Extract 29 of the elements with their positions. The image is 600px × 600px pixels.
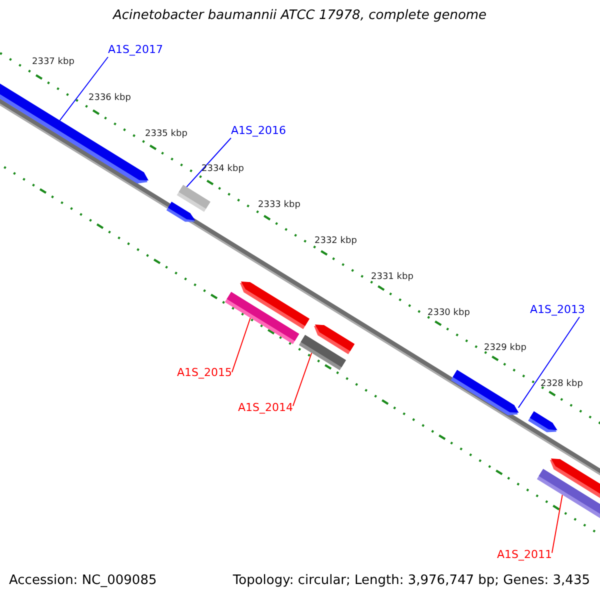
gene-feature [176,184,210,212]
tick-label: 2331 kbp [371,272,414,282]
tick-label: 2334 kbp [202,164,244,175]
leader-line [518,316,580,408]
gene-label: A1S_2013 [530,304,585,317]
leader-line [552,494,563,554]
tick-label: 2335 kbp [145,128,188,139]
leader-line [186,138,232,188]
tick-label: 2330 kbp [428,308,470,318]
genome-info-text: Topology: circular; Length: 3,976,747 bp; Genes: 3,435 [232,574,590,589]
gene-feature [298,334,346,370]
leader-line [232,317,251,373]
accession-text: Accession: NC_009085 [9,574,157,589]
gene-feature [224,292,300,344]
leader-line [292,352,312,406]
tick-label: 2332 kbp [314,236,357,246]
tick-label: 2329 kbp [484,343,526,354]
title: Acinetobacter baumannii ATCC 17978, complete genome [113,9,487,24]
gene-feature [450,370,519,416]
gene-label: A1S_2014 [238,402,293,415]
tick-label: 2328 kbp [540,379,583,390]
gene-label: A1S_2017 [108,44,163,57]
gene-label: A1S_2015 [177,367,232,380]
tick-label: 2337 kbp [32,57,74,68]
gene-label: A1S_2016 [231,125,286,138]
leader-line [59,56,108,121]
gene-label: A1S_2011 [497,549,552,562]
tick-label: 2333 kbp [258,200,300,211]
tick-label: 2336 kbp [88,92,131,104]
